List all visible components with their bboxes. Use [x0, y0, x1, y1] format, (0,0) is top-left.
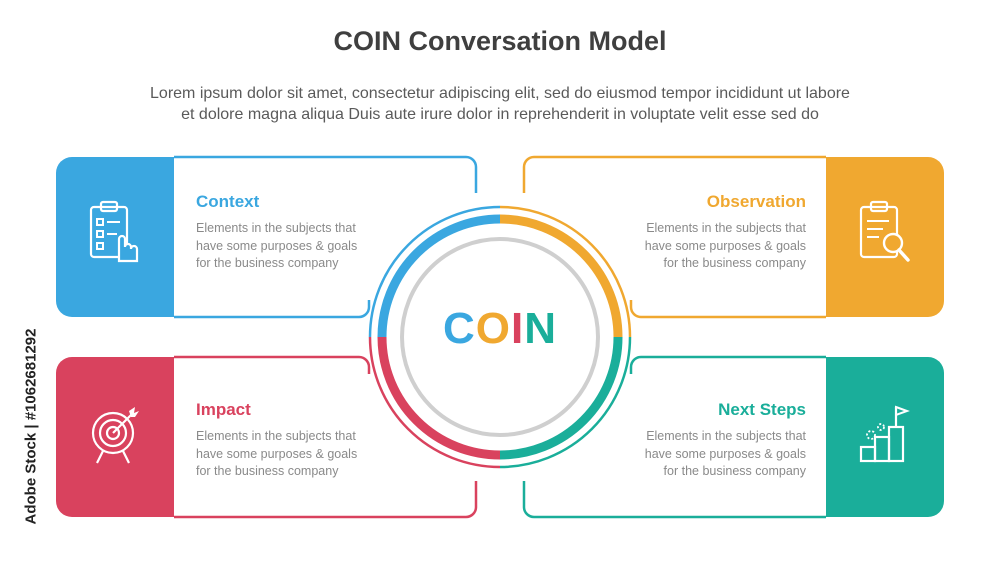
thick-ring-top-right: [499, 214, 623, 338]
description-line: Elements in the subjects that: [646, 429, 806, 443]
thick-ring-top-left: [377, 214, 501, 338]
description-line: for the business company: [196, 256, 339, 270]
outer-ring-bottom-right: [499, 336, 632, 469]
description-line: Elements in the subjects that: [196, 429, 356, 443]
center-letter-i: I: [511, 304, 525, 353]
context-icon-block: [56, 157, 174, 317]
subtitle: Lorem ipsum dolor sit amet, consectetur …: [40, 83, 960, 125]
description-line: have some purposes & goals: [196, 238, 358, 253]
next-steps-description: Elements in the subjects that have some …: [616, 428, 806, 481]
description-line: have some purposes & goals: [644, 238, 806, 253]
description-line: have some purposes & goals: [196, 446, 358, 461]
observation-heading: Observation: [706, 192, 806, 211]
target-arrow-icon: [91, 407, 139, 464]
podium-flag-icon: [859, 405, 910, 463]
center-letter-c: C: [442, 304, 476, 353]
subtitle-line: Lorem ipsum dolor sit amet, consectetur …: [150, 85, 850, 102]
clipboard-magnifier-icon: [859, 200, 910, 262]
center-coin-word: COIN: [440, 304, 560, 354]
impact-heading: Impact: [196, 400, 251, 419]
next-steps-heading: Next Steps: [718, 400, 806, 419]
watermark-text: Adobe Stock | #1062681292: [22, 328, 40, 525]
impact-icon-block: [56, 357, 174, 517]
page-title: COIN Conversation Model: [333, 26, 667, 56]
observation-description: Elements in the subjects that have some …: [616, 220, 806, 273]
description-line: for the business company: [663, 464, 806, 478]
description-line: have some purposes & goals: [644, 446, 806, 461]
impact-description: Elements in the subjects that have some …: [196, 428, 386, 481]
context-description: Elements in the subjects that have some …: [196, 220, 386, 273]
clipboard-hand-icon: [89, 200, 139, 263]
next-steps-card-outline: [522, 355, 826, 519]
description-line: for the business company: [663, 256, 806, 270]
center-letter-o: O: [475, 304, 511, 353]
impact-card-outline: [174, 355, 478, 519]
description-line: for the business company: [196, 464, 339, 478]
context-card-outline: [174, 155, 478, 319]
observation-icon-block: [826, 157, 944, 317]
inner-ring: [400, 237, 600, 437]
center-letter-n: N: [524, 304, 558, 353]
outer-ring-top-left: [368, 205, 501, 338]
outer-ring-bottom-left: [368, 336, 501, 469]
description-line: Elements in the subjects that: [646, 221, 806, 235]
next-steps-icon-block: [826, 357, 944, 517]
observation-card-outline: [522, 155, 826, 319]
thick-ring-bottom-left: [377, 336, 501, 460]
context-heading: Context: [196, 192, 260, 211]
outer-ring-top-right: [499, 205, 632, 338]
stock-watermark: Adobe Stock | #1062681292: [2, 318, 40, 548]
description-line: Elements in the subjects that: [196, 221, 356, 235]
subtitle-line: et dolore magna aliqua Duis aute irure d…: [181, 106, 819, 123]
thick-ring-bottom-right: [499, 336, 623, 460]
